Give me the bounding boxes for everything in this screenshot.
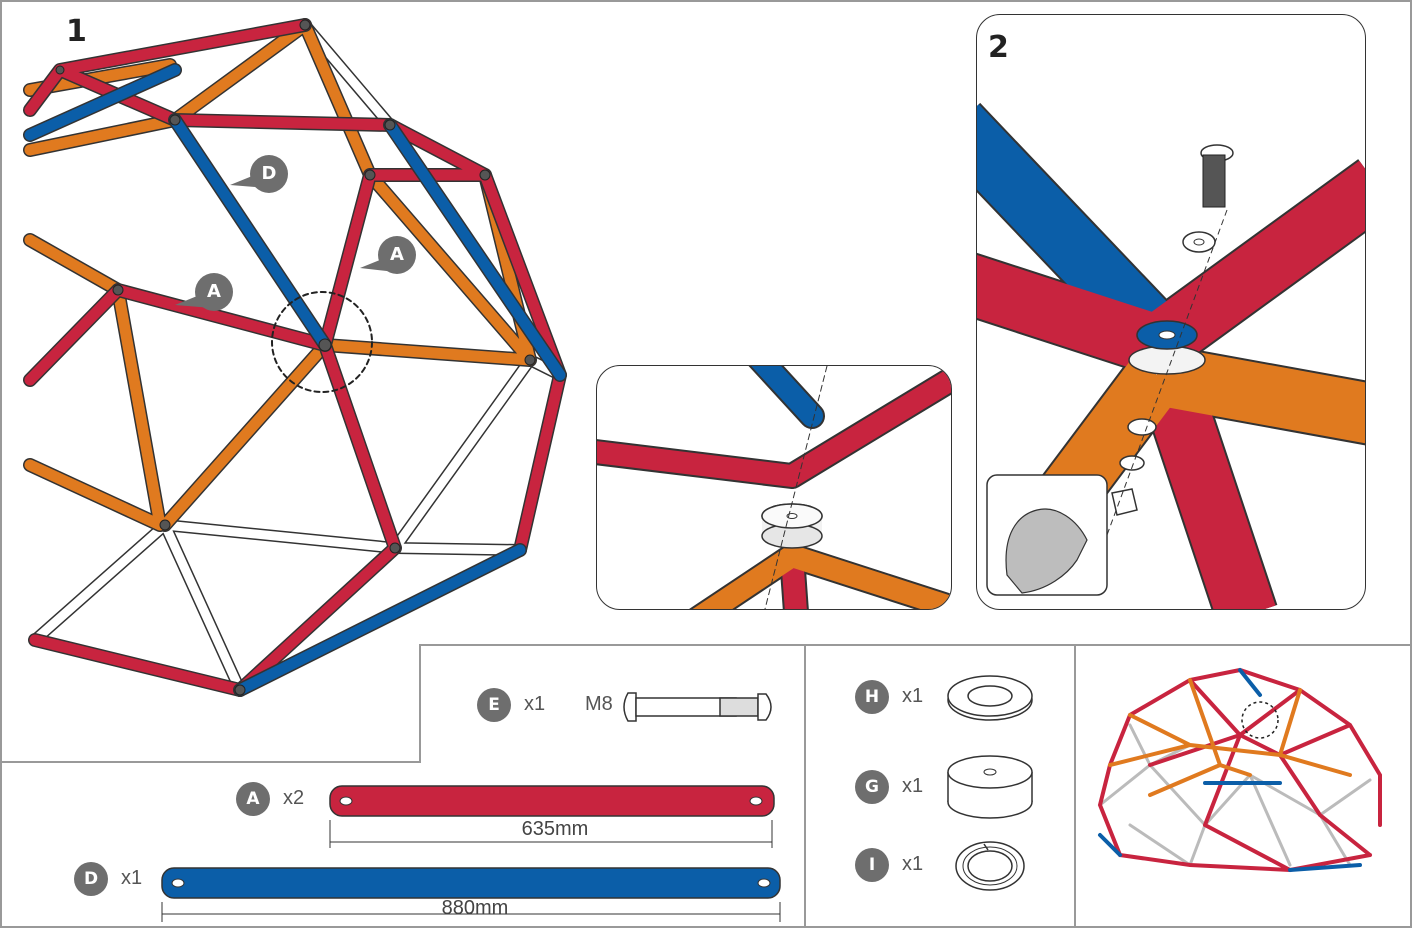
part-a-badge: A <box>236 782 270 816</box>
spacer-g-icon <box>947 755 1033 819</box>
part-i-qty: x1 <box>902 853 924 875</box>
tube-d-length: 880mm <box>441 897 509 919</box>
hub-explode-illustration <box>597 366 951 609</box>
dome-assembly-illustration <box>23 18 567 697</box>
part-d-qty: x1 <box>121 867 143 889</box>
callout-d: D <box>250 155 288 193</box>
part-i-badge: I <box>855 848 889 882</box>
callout-a-upper: A <box>378 236 416 274</box>
part-e-badge: E <box>477 688 511 722</box>
callout-a-lower: A <box>195 273 233 311</box>
part-e-size: M8 <box>585 693 613 715</box>
part-h-qty: x1 <box>902 685 924 707</box>
hub-bolt-illustration <box>977 102 1365 609</box>
part-g-badge: G <box>855 770 889 804</box>
spring-washer-i-icon <box>955 841 1025 891</box>
bolt-e-icon <box>623 692 772 722</box>
tube-d-icon <box>161 867 781 922</box>
part-a-qty: x2 <box>283 787 305 809</box>
tube-a-icon <box>329 785 775 848</box>
zoom-detail-panel <box>596 365 952 610</box>
part-d-badge: D <box>74 862 108 896</box>
step-number-2: 2 <box>988 30 1009 65</box>
step-number-1: 1 <box>66 14 87 49</box>
step-2-panel <box>976 14 1366 610</box>
dome-overview-illustration <box>1097 667 1382 873</box>
part-h-badge: H <box>855 680 889 714</box>
part-e-qty: x1 <box>524 693 546 715</box>
washer-h-icon <box>947 675 1033 721</box>
tube-a-length: 635mm <box>521 818 589 840</box>
part-g-qty: x1 <box>902 775 924 797</box>
